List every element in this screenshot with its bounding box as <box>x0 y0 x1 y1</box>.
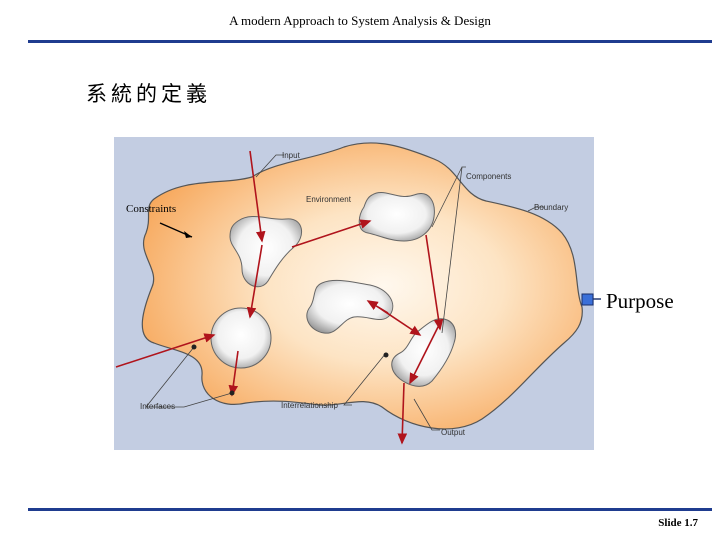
system-diagram-svg <box>114 137 594 450</box>
top-divider <box>28 40 712 43</box>
label-environment: Environment <box>306 195 351 204</box>
component-blob-4 <box>211 308 271 368</box>
bottom-divider <box>28 508 712 511</box>
interface-dot-3 <box>384 353 389 358</box>
label-interfaces: Interfaces <box>140 402 175 411</box>
component-blob-2 <box>359 192 434 241</box>
header-title: A modern Approach to System Analysis & D… <box>0 13 720 29</box>
purpose-marker-icon <box>579 289 605 315</box>
label-purpose: Purpose <box>606 289 674 314</box>
label-output: Output <box>441 428 465 437</box>
interface-dot-1 <box>192 345 197 350</box>
slide-number: Slide 1.7 <box>658 517 698 529</box>
label-components: Components <box>466 172 511 181</box>
system-diagram <box>114 137 594 450</box>
interface-dot-2 <box>230 391 235 396</box>
label-input: Input <box>282 151 300 160</box>
label-boundary: Boundary <box>534 203 568 212</box>
label-constraints: Constraints <box>126 203 176 215</box>
label-interrelationship: Interrelationship <box>281 401 338 410</box>
page-heading: 系統的定義 <box>86 78 211 108</box>
